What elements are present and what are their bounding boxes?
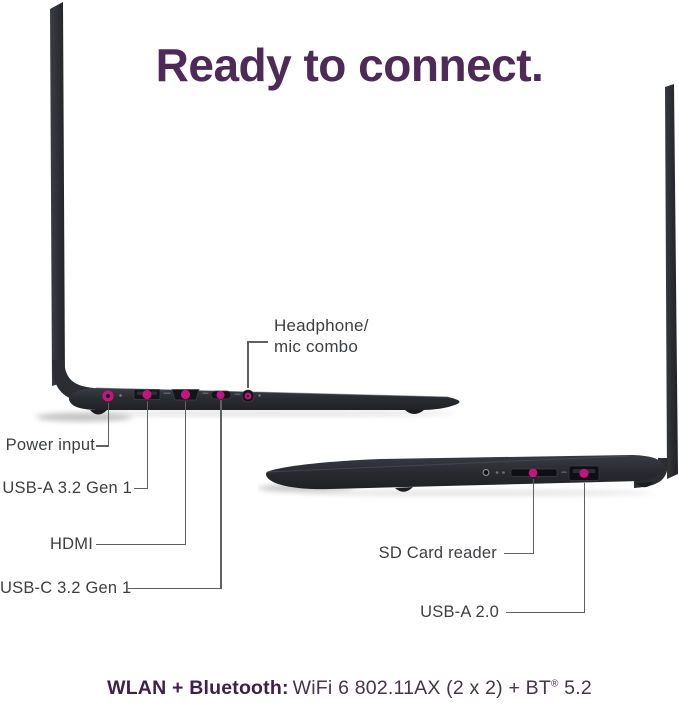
callout-line-usb-c-v [220, 400, 222, 589]
label-headphone-line1: Headphone/ [274, 316, 369, 335]
laptop-shadow [36, 412, 132, 422]
callout-line-usb-a2-v [583, 483, 585, 613]
callout-line-power-v [107, 403, 109, 446]
laptop-base-edge-highlight [95, 387, 449, 398]
label-sd-card-reader: SD Card reader [378, 544, 497, 562]
callout-line-usb-a-h [134, 487, 148, 489]
spec-bold-label: WLAN + Bluetooth: [107, 677, 289, 699]
laptop-base [266, 455, 665, 490]
laptop-right-side-illustration [258, 84, 678, 496]
label-usb-a-32: USB-A 3.2 Gen 1 [2, 479, 132, 497]
laptop-shadow [258, 484, 354, 492]
callout-line-sd-h [504, 552, 534, 554]
callout-line-sd-v [532, 479, 534, 554]
spec-value-prefix: WiFi 6 802.11AX (2 x 2) + BT [292, 677, 551, 699]
spec-value-suffix: 5.2 [564, 677, 592, 699]
rubber-foot [405, 410, 424, 414]
laptop-shadow [297, 490, 653, 496]
registered-trademark-symbol: ® [550, 678, 559, 690]
headphone-port [241, 389, 261, 403]
sd-card-slot [510, 468, 567, 478]
label-power-input: Power input [5, 436, 95, 454]
callout-line-hdmi-v [184, 401, 186, 545]
rubber-foot [395, 487, 413, 492]
laptop-hinge [634, 458, 669, 488]
callout-line-headphone-h [247, 341, 268, 343]
callout-line-usb-a2-h [506, 611, 585, 613]
callout-line-hdmi-h [96, 543, 186, 545]
usb-a-port [133, 389, 171, 400]
novo-pinhole-button [482, 469, 505, 476]
label-usb-c-32: USB-C 3.2 Gen 1 [0, 579, 132, 597]
laptop-base [68, 388, 460, 410]
rubber-foot [90, 410, 107, 415]
callout-line-headphone-v [247, 341, 249, 388]
usb-c-port [210, 390, 241, 400]
callout-line-usb-c-h [128, 587, 222, 589]
label-headphone-mic-combo: Headphone/ mic combo [274, 315, 369, 357]
rubber-foot [636, 482, 654, 488]
laptop-lid-edge [665, 84, 678, 479]
laptop-shadow [85, 410, 455, 417]
page-title: Ready to connect. [155, 39, 544, 91]
usb-a-port [568, 465, 600, 481]
hdmi-port [171, 389, 209, 401]
laptop-hinge [52, 360, 94, 404]
label-hdmi: HDMI [50, 535, 93, 553]
label-usb-a-20: USB-A 2.0 [420, 603, 499, 621]
callout-line-power-h [96, 445, 109, 447]
power-port [102, 390, 122, 402]
wlan-bluetooth-spec: WLAN + Bluetooth:WiFi 6 802.11AX (2 x 2)… [10, 676, 679, 700]
callout-line-usb-a-v [146, 401, 148, 489]
label-headphone-line2: mic combo [274, 337, 358, 356]
laptop-base-edge-highlight [266, 455, 631, 473]
